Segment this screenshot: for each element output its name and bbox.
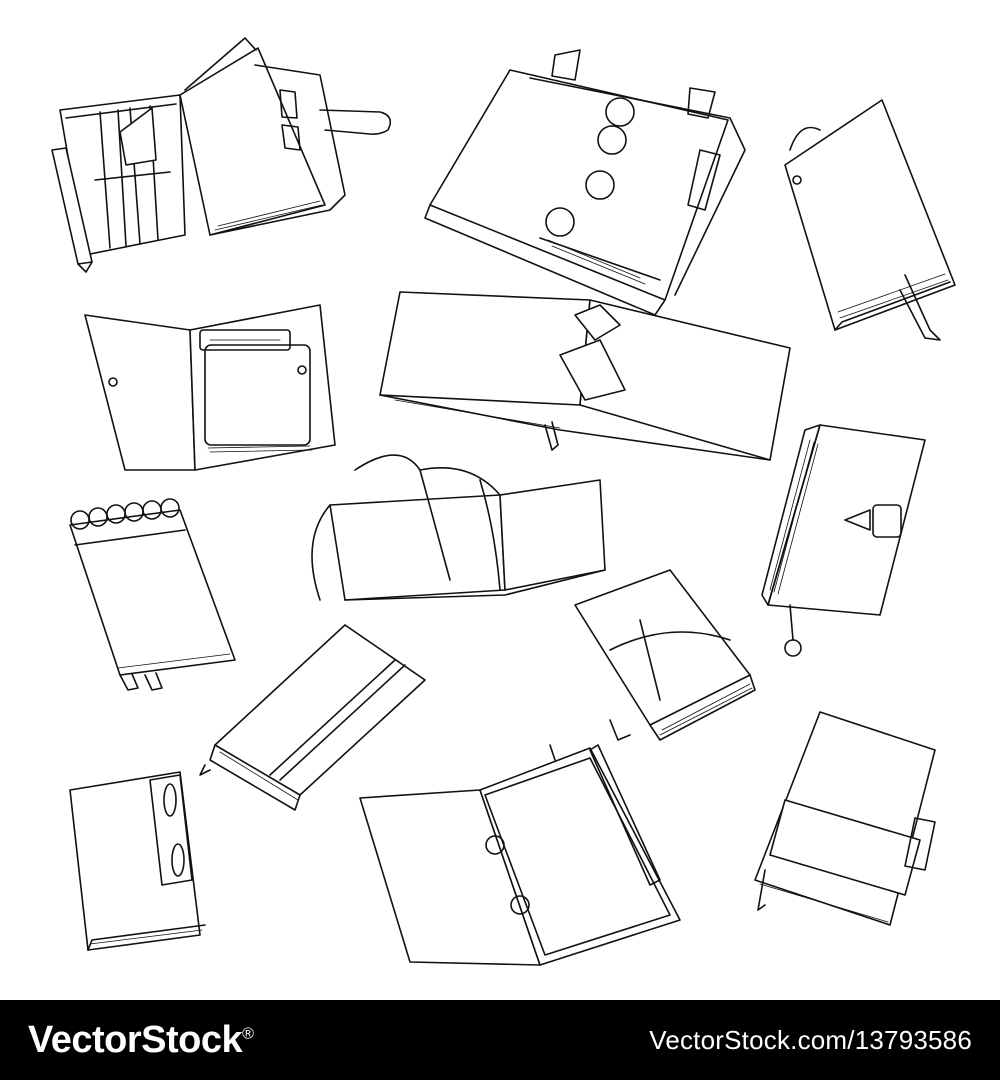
notebook-with-band-and-pen-loop [754,711,936,926]
notebook-with-elastic-band [199,624,426,811]
open-organizer-notebook [51,37,392,273]
wrapped-leather-notebook [574,569,756,741]
notebook-with-clips [69,771,206,951]
spiral-notepad [69,498,236,691]
brand-logo-text: VectorStock® [28,1018,254,1062]
ring-binder-planner [424,49,746,316]
watermark-banner: VectorStock® VectorStock.com/13793586 [0,1000,1000,1080]
brand-label: VectorStock [28,1018,243,1061]
image-credit: VectorStock.com/13793586 [649,1024,972,1055]
open-notebook-with-paper-notes [379,291,791,461]
closed-notebook-with-bookmark [784,99,956,341]
open-ring-binder-with-pen [359,744,681,966]
wallet-notebook-with-notepad [84,304,336,471]
leather-notebook-with-lock [761,424,926,657]
registered-mark: ® [242,1024,254,1042]
open-notebook-with-elastic [311,454,606,601]
notebooks-illustration [51,37,956,966]
